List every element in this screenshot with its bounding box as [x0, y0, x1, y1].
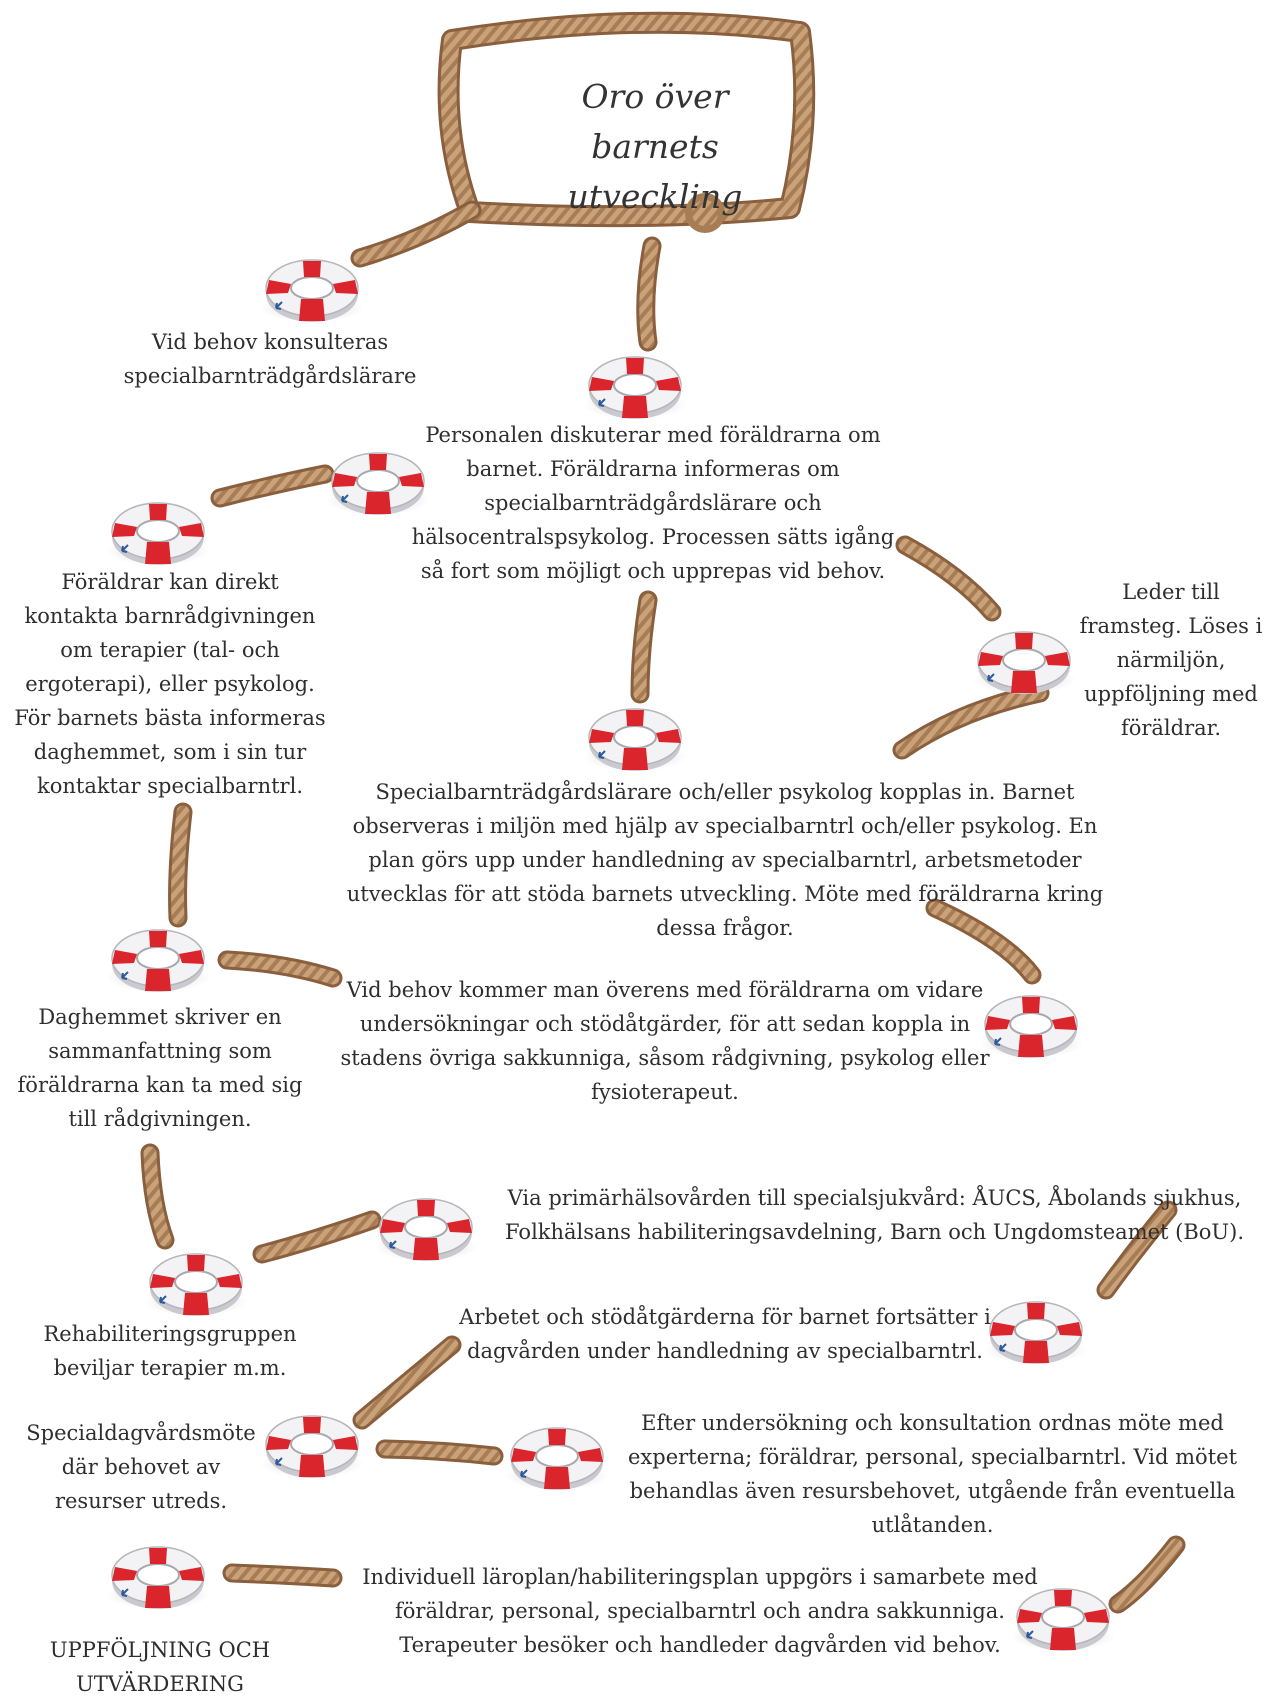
lifebuoy-icon [259, 1415, 365, 1479]
title-rope-frame [437, 11, 816, 233]
lifebuoy-icon [259, 259, 365, 323]
lifebuoy-icon [105, 502, 211, 566]
step-progress: Leder till framsteg. Löses i närmiljön, … [1079, 580, 1263, 740]
step-rehab-group: Rehabiliteringsgruppen beviljar terapier… [43, 1322, 297, 1380]
step-further-investigations: Vid behov kommer man överens med föräldr… [340, 978, 990, 1104]
step-parents-direct: Föräldrar kan direkt kontakta barnrådgiv… [14, 570, 326, 798]
step-consult: Vid behov konsulteras specialbarnträdgår… [123, 330, 417, 388]
lifebuoy-icon [504, 1427, 610, 1491]
step-plan: Individuell läroplan/habiliteringsplan u… [362, 1565, 1038, 1657]
lifebuoy-icon [105, 1546, 211, 1610]
lifebuoy-icon [373, 1198, 479, 1262]
lifebuoy-icon [971, 631, 1077, 695]
step-special-meeting: Specialdagvårdsmöte där behovet av resur… [26, 1421, 256, 1513]
step-summary: Daghemmet skriver en sammanfattning som … [17, 1005, 303, 1131]
step-expert-meeting: Efter undersökning och konsultation ordn… [627, 1411, 1238, 1537]
step-specialist-in: Specialbarnträdgårdslärare och/eller psy… [346, 780, 1104, 940]
connector-ropes [140, 200, 1186, 1614]
lifebuoy-icon [143, 1253, 249, 1317]
diagram-title: Oro över barnets utveckling [567, 77, 743, 216]
step-discuss: Personalen diskuterar med föräldrarna om… [411, 423, 895, 583]
step-primary-care: Via primärhälsovården till specialsjukvå… [505, 1186, 1244, 1244]
step-continue-work: Arbetet och stödåtgärderna för barnet fo… [459, 1305, 991, 1363]
lifebuoy-icon [582, 356, 688, 420]
lifebuoy-icon [582, 708, 688, 772]
step-followup: UPPFÖLJNING OCH UTVÄRDERING [49, 1638, 271, 1696]
lifebuoy-icon [105, 929, 211, 993]
